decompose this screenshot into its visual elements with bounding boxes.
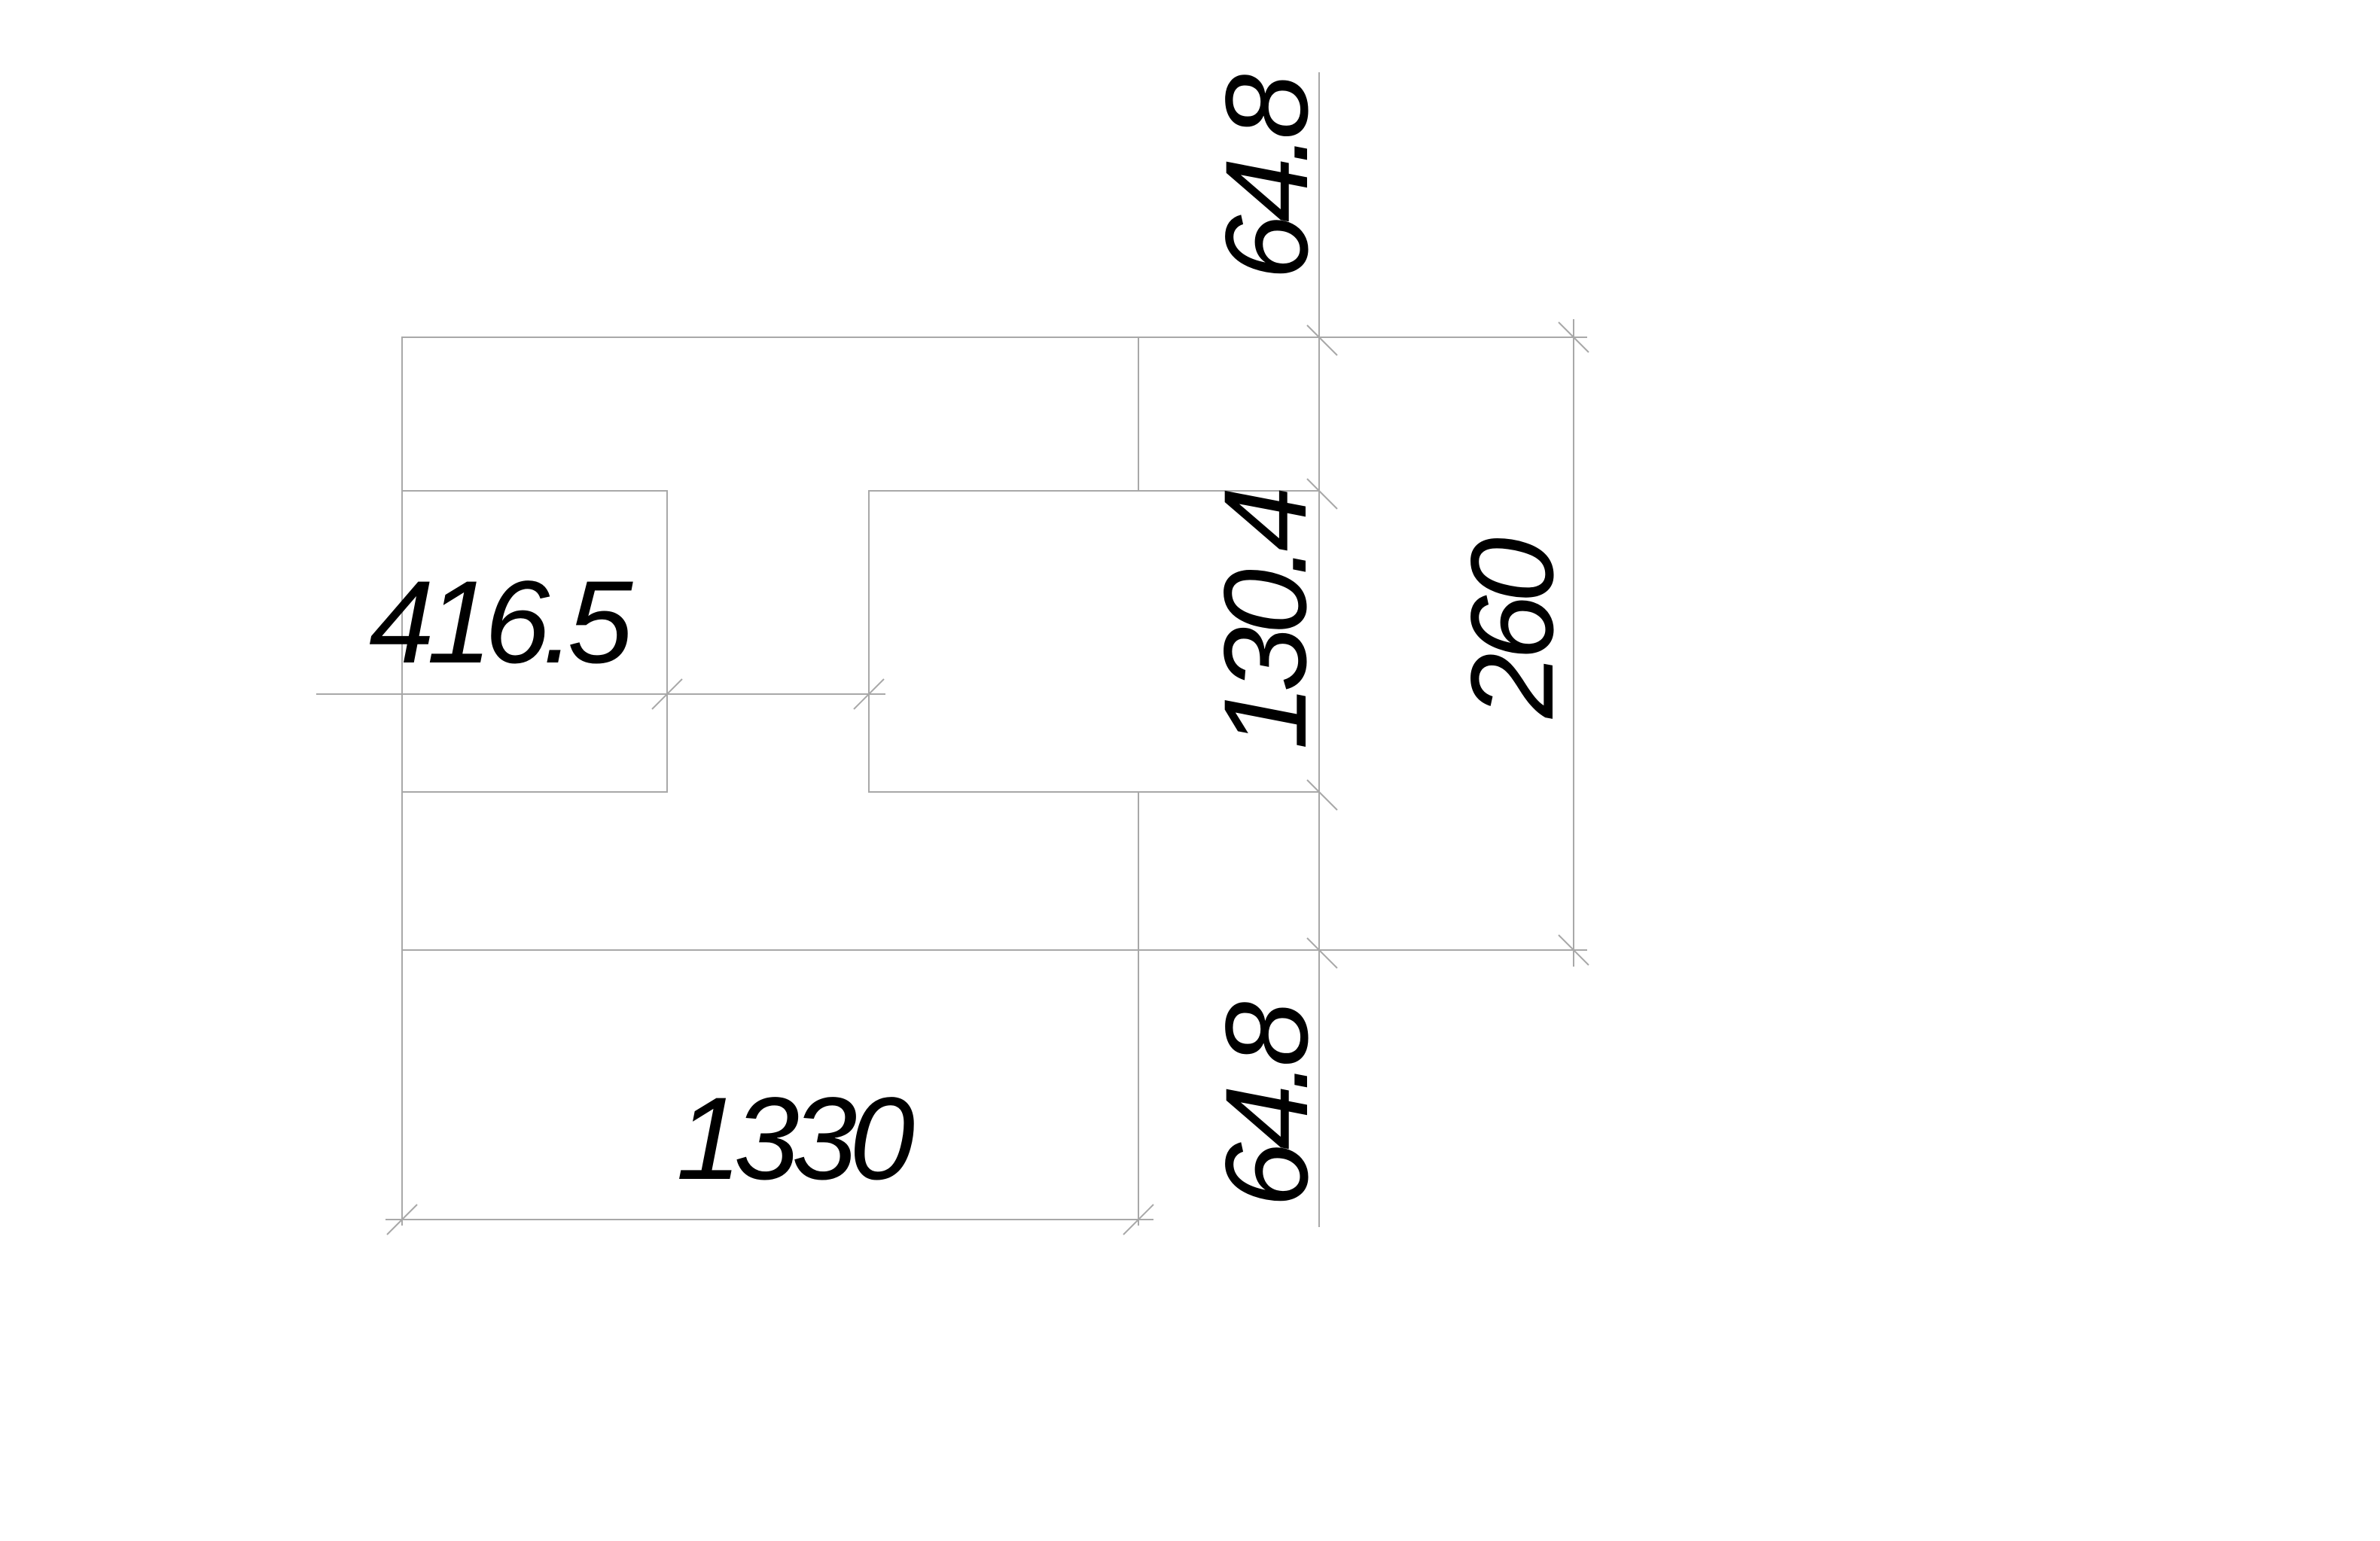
- tick-mark: [651, 678, 683, 710]
- tick-mark: [1123, 1204, 1154, 1235]
- lower-flange-outline: [401, 792, 1139, 951]
- dimension-label-overall-height: 260: [1447, 538, 1578, 719]
- tick-mark: [386, 1204, 418, 1235]
- tick-mark: [1306, 478, 1338, 510]
- dimension-label-bottom-offset: 64.8: [1202, 1002, 1333, 1208]
- dimension-label-core-height: 130.4: [1200, 490, 1331, 750]
- tick-mark: [1306, 324, 1338, 356]
- upper-flange-inner: [402, 490, 668, 793]
- dimension-label-opening-width: 416.5: [369, 557, 634, 688]
- tick-mark: [1558, 321, 1589, 353]
- tick-mark: [853, 678, 885, 710]
- tick-mark: [1306, 779, 1338, 811]
- dimension-label-overall-width: 1330: [676, 1074, 914, 1204]
- tick-mark: [1558, 934, 1589, 966]
- dimension-label-top-offset: 64.8: [1202, 75, 1333, 280]
- dimension-ticks: [386, 321, 1589, 1235]
- web-box-outline: [868, 490, 1319, 793]
- tick-mark: [1306, 937, 1338, 969]
